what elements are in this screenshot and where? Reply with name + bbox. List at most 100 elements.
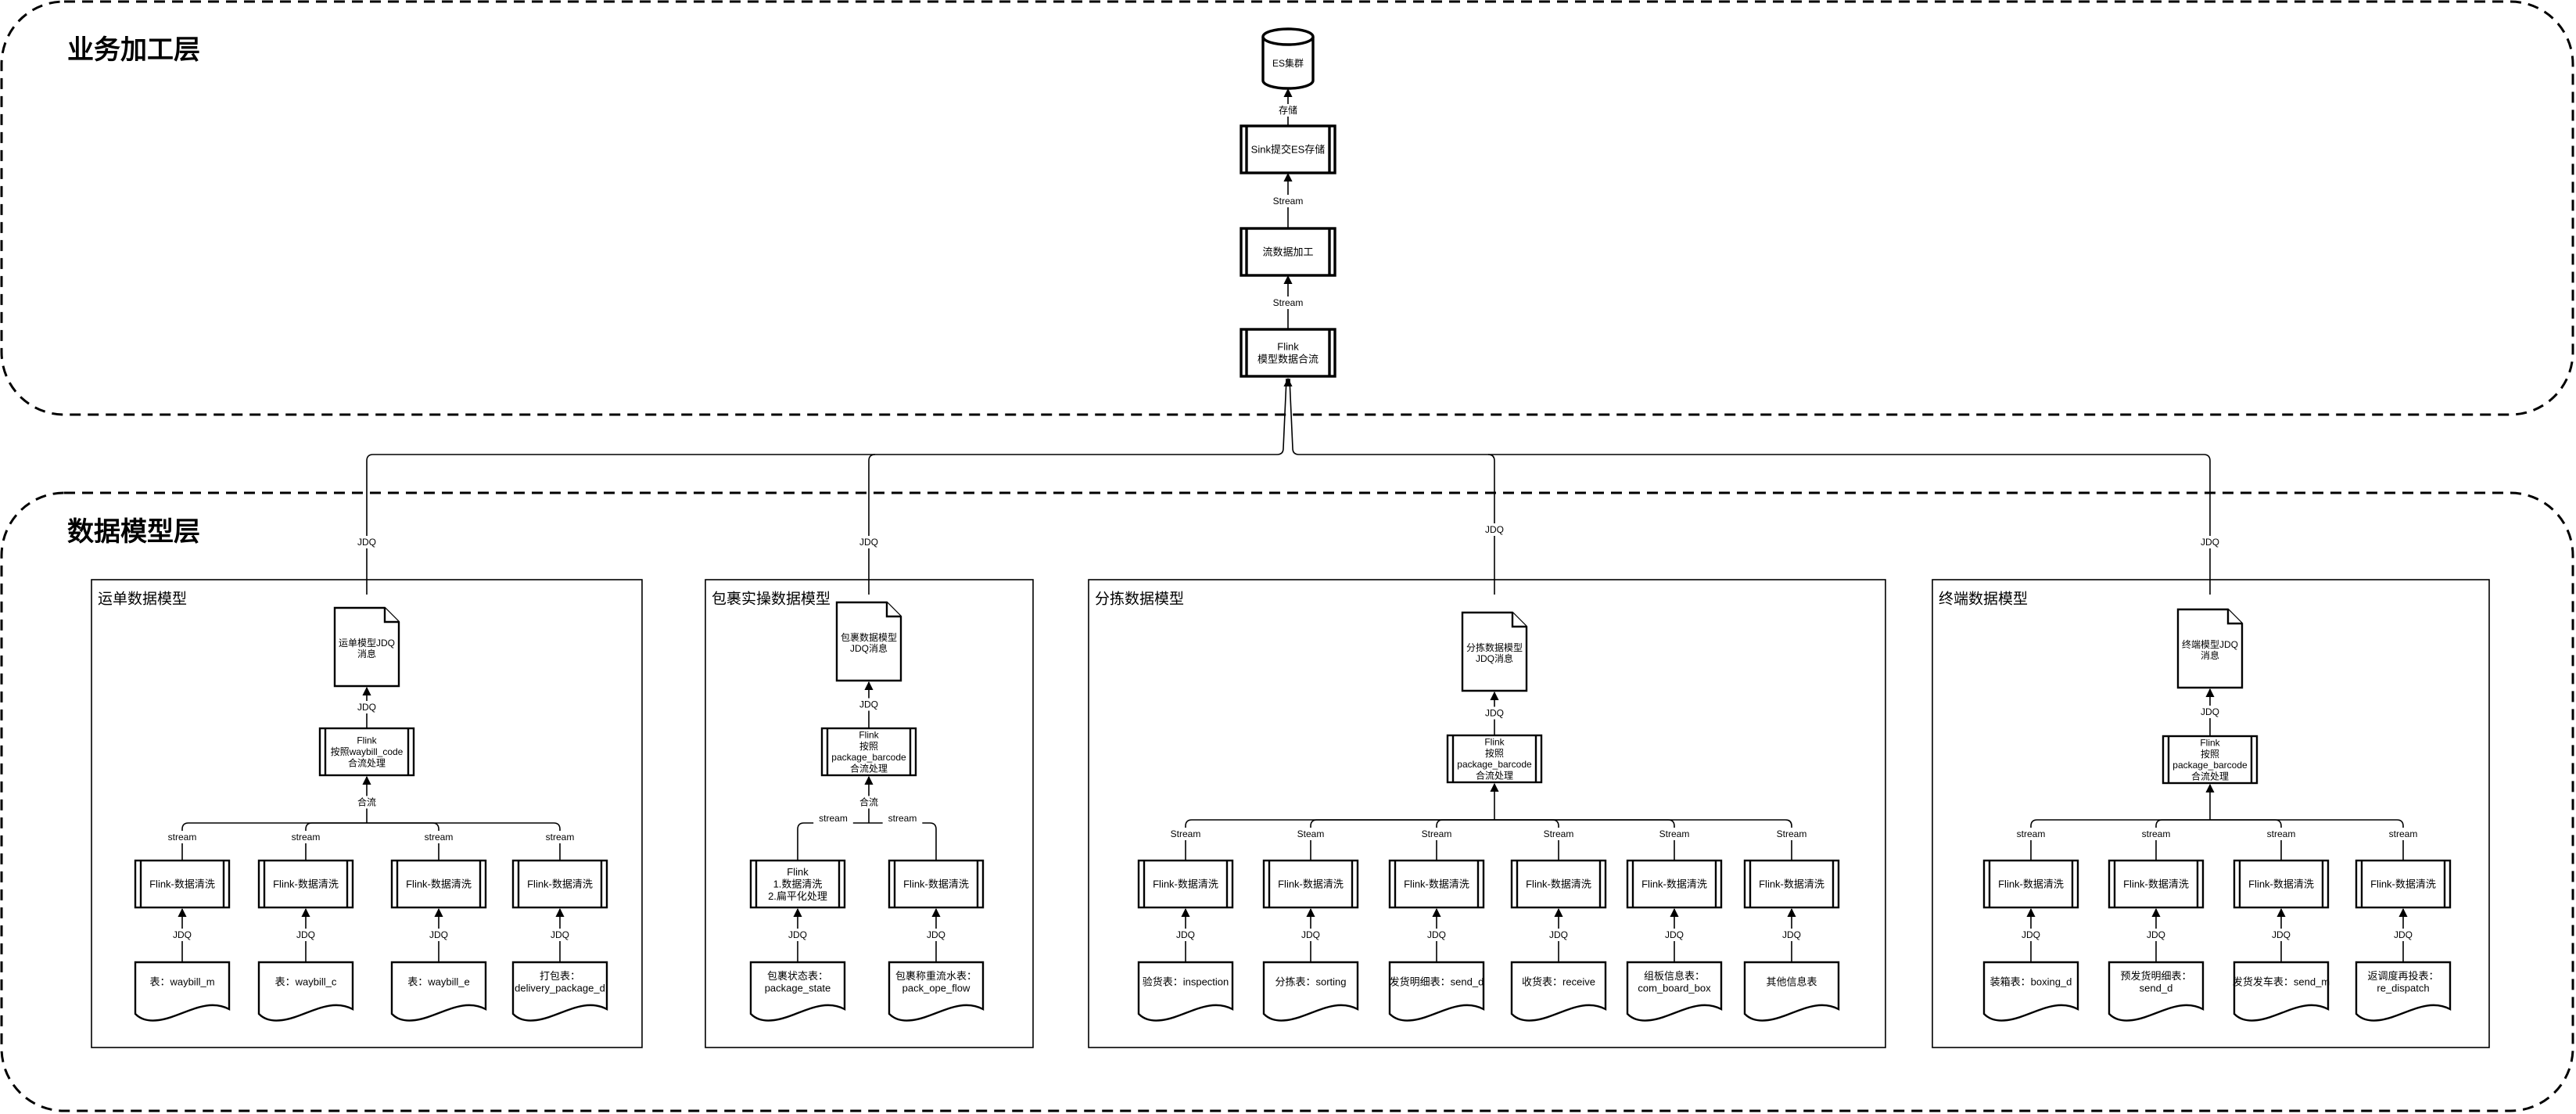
model-doc-2-label: 分拣数据模型 <box>1466 641 1523 653</box>
stream-label-1: Stream <box>1273 196 1304 207</box>
data-layer-title: 数据模型层 <box>67 517 200 547</box>
cleaner-0-0[interactable]: Flink-数据清洗 <box>134 859 231 909</box>
cleaner-3-3[interactable]: Flink-数据清洗 <box>2355 859 2452 909</box>
jdq-label-2-0: JDQ <box>1176 929 1195 940</box>
model-up-jdq-1: JDQ <box>859 537 878 548</box>
cleaner-3-1-label: Flink-数据清洗 <box>2123 879 2189 890</box>
table-1-0[interactable]: 包裹状态表：package_state <box>749 961 846 1022</box>
table-1-0-label: 包裹状态表： <box>767 970 828 982</box>
stream-label-1-0-bg <box>813 812 853 825</box>
model-proc-2-label: 合流处理 <box>1476 770 1513 782</box>
jdq-label-2-2: JDQ <box>1427 929 1446 940</box>
model-up-jdq-2-bg <box>1483 523 1506 536</box>
table-2-1[interactable]: 分拣表：sorting <box>1262 961 1359 1022</box>
table-3-3-label: 返调度再投表： <box>2367 970 2438 982</box>
cleaner-3-1[interactable]: Flink-数据清洗 <box>2108 859 2205 909</box>
cleaner-3-0[interactable]: Flink-数据清洗 <box>1982 859 2079 909</box>
table-2-3-label: 收货表：receive <box>1522 976 1595 988</box>
cleaner-2-2[interactable]: Flink-数据清洗 <box>1388 859 1485 909</box>
table-2-4[interactable]: 组板信息表：com_board_box <box>1626 961 1723 1022</box>
cleaner-2-0-label: Flink-数据清洗 <box>1153 879 1218 890</box>
model-proc-3-label: 合流处理 <box>2191 771 2229 782</box>
cleaner-1-0-label: 1.数据清洗 <box>773 879 823 890</box>
model-stem-1 <box>868 454 876 595</box>
table-3-1[interactable]: 预发货明细表：send_d <box>2108 961 2205 1022</box>
model-proc-1-label: 合流处理 <box>850 763 888 774</box>
table-3-0[interactable]: 装箱表：boxing_d <box>1982 961 2079 1022</box>
cleaner-0-2-label: Flink-数据清洗 <box>406 879 472 890</box>
cleaner-2-3[interactable]: Flink-数据清洗 <box>1510 859 1607 909</box>
table-3-2-label: 发货发车表：send_m <box>2233 976 2330 988</box>
table-0-2-label: 表：waybill_e <box>407 976 469 988</box>
table-3-2[interactable]: 发货发车表：send_m <box>2233 961 2330 1022</box>
table-2-4-label: com_board_box <box>1638 982 1711 994</box>
data-layer-frame <box>0 491 2574 1112</box>
stream-line-3-1 <box>2155 819 2210 861</box>
stream-line-2-5 <box>1494 819 1792 861</box>
model-doc-jdq-2: JDQ <box>1485 708 1504 719</box>
model-doc-3-label: 消息 <box>2201 649 2219 661</box>
cleaner-0-2[interactable]: Flink-数据清洗 <box>390 859 487 909</box>
jdq-label-3-2-bg <box>2269 929 2293 941</box>
table-2-2[interactable]: 发货明细表：send_d <box>1388 961 1485 1022</box>
cleaner-2-5[interactable]: Flink-数据清洗 <box>1743 859 1840 909</box>
cleaner-2-0[interactable]: Flink-数据清洗 <box>1137 859 1234 909</box>
stream-line-3-3 <box>2210 819 2404 861</box>
table-0-3[interactable]: 打包表：delivery_package_d <box>511 961 608 1022</box>
model-merge-label-1-bg <box>860 796 877 809</box>
table-2-3[interactable]: 收货表：receive <box>1510 961 1607 1022</box>
table-3-3[interactable]: 返调度再投表：re_dispatch <box>2355 961 2452 1022</box>
stream-label-2-5-bg <box>1771 828 1812 840</box>
cleaner-2-4[interactable]: Flink-数据清洗 <box>1626 859 1723 909</box>
table-1-1[interactable]: 包裹称重流水表：pack_ope_flow <box>888 961 985 1022</box>
stream-label-1-bg <box>1268 195 1308 207</box>
table-2-0[interactable]: 验货表：inspection <box>1137 961 1234 1022</box>
stream-process-node[interactable]: 流数据加工 <box>1240 227 1336 277</box>
jdq-label-0-1: JDQ <box>296 929 315 940</box>
cleaner-0-1[interactable]: Flink-数据清洗 <box>257 859 354 909</box>
jdq-label-3-0: JDQ <box>2022 929 2040 940</box>
stream-line-0-3 <box>367 822 561 861</box>
jdq-label-3-1-bg <box>2144 929 2168 941</box>
table-2-5[interactable]: 其他信息表 <box>1743 961 1840 1022</box>
model-proc-3-label: Flink <box>2200 737 2220 748</box>
model-merge-label-0: 合流 <box>357 796 376 808</box>
cleaner-0-3[interactable]: Flink-数据清洗 <box>511 859 608 909</box>
stream-label-2-1: Steam <box>1297 828 1325 839</box>
cleaner-1-0-label: Flink <box>787 866 809 878</box>
model-doc-jdq-3: JDQ <box>2201 706 2219 717</box>
model-up-jdq-1-bg <box>857 536 881 548</box>
business-layer-title: 业务加工层 <box>67 35 200 65</box>
cleaner-3-0-label: Flink-数据清洗 <box>1998 879 2064 890</box>
table-0-1[interactable]: 表：waybill_c <box>257 961 354 1022</box>
model-doc-0-label: 消息 <box>357 648 376 659</box>
model-doc-jdq-0-bg <box>355 701 379 713</box>
cleaner-1-1[interactable]: Flink-数据清洗 <box>888 859 985 909</box>
cleaner-3-2[interactable]: Flink-数据清洗 <box>2233 859 2330 909</box>
sink-es-node-label: Sink提交ES存储 <box>1251 144 1326 156</box>
stream-label-3-3: stream <box>2389 828 2418 839</box>
table-0-0-label: 表：waybill_m <box>149 976 214 988</box>
table-0-2[interactable]: 表：waybill_e <box>390 961 487 1022</box>
model-doc-jdq-2-bg <box>1483 706 1506 720</box>
table-0-0[interactable]: 表：waybill_m <box>134 961 231 1022</box>
cleaner-2-1[interactable]: Flink-数据清洗 <box>1262 859 1359 909</box>
jdq-label-2-1: JDQ <box>1301 929 1320 940</box>
cleaner-2-5-label: Flink-数据清洗 <box>1759 879 1824 890</box>
table-3-0-label: 装箱表：boxing_d <box>1990 976 2072 988</box>
es-cluster-node[interactable]: ES集群 <box>1261 27 1315 90</box>
cleaner-2-3-label: Flink-数据清洗 <box>1526 879 1591 890</box>
sink-es-node[interactable]: Sink提交ES存储 <box>1240 124 1336 174</box>
cleaner-2-2-label: Flink-数据清洗 <box>1404 879 1469 890</box>
model-proc-1-label: 按照 <box>859 741 878 752</box>
